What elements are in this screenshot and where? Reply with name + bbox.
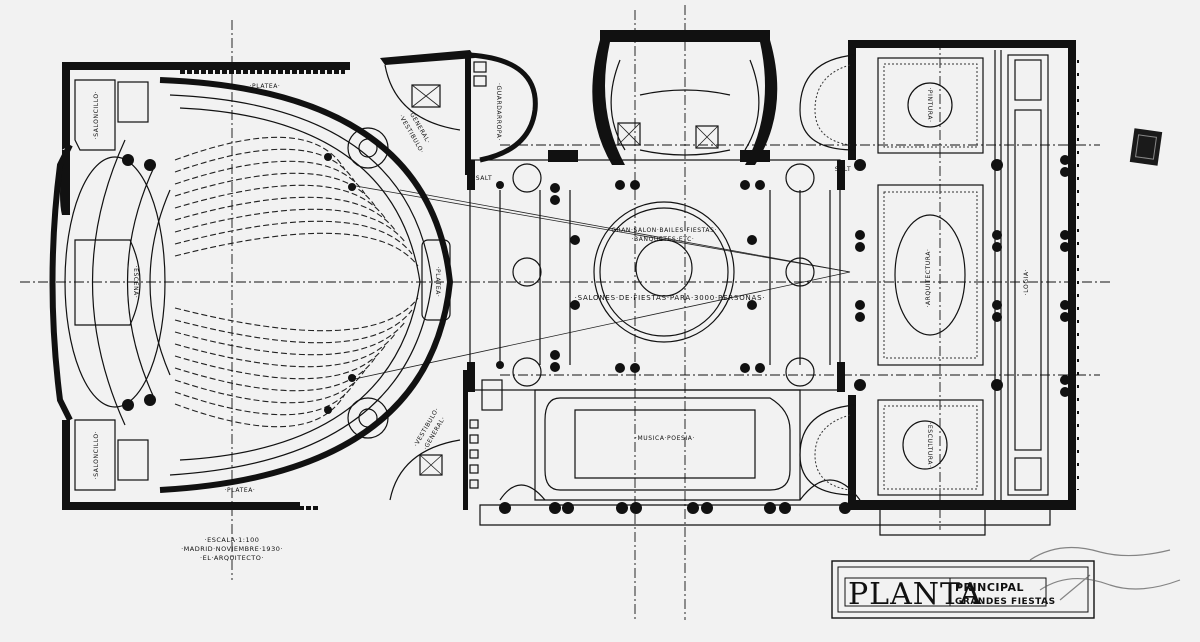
title-sub-1: PRINCIPAL	[955, 581, 1024, 594]
label-salt-left: SALT	[476, 175, 493, 182]
title-sub-2: GRANDES FIESTAS	[955, 597, 1056, 607]
label-salones-fiestas: ·SALONES·DE·FIESTAS·PARA·3000·PERSONAS·	[575, 294, 766, 302]
label-arquitectura: ·ARQUITECTURA·	[925, 248, 932, 307]
architect-signature	[1029, 546, 1181, 601]
restroom-fixtures	[469, 419, 479, 489]
gallery-columns	[854, 155, 1070, 397]
label-gran-salon-2: ·BANQUETES·ETC·	[632, 236, 695, 243]
label-platea-center: ·PLATEA·	[434, 267, 441, 298]
label-escena: ·ESCENA·	[132, 266, 139, 299]
stair-halls	[380, 50, 538, 510]
theater-wing	[49, 62, 454, 510]
label-salt-right: SALT	[835, 166, 852, 173]
ballroom-columns	[496, 180, 765, 373]
seating-top	[174, 136, 419, 267]
axis-lines	[20, 5, 1110, 620]
drawing-notes: ·ESCALA·1:100 ·MADRID·NOVIEMBRE·1930· ·E…	[181, 536, 283, 562]
label-saloncillo-bottom: ·SALONCILLO·	[93, 431, 100, 480]
central-ballroom	[467, 30, 1051, 526]
art-galleries	[799, 40, 1079, 536]
label-logia: ·LOGIA·	[1023, 269, 1030, 295]
label-guardarropa: ·GUARDARROPA·	[495, 83, 502, 141]
label-pintura: ·PINTURA·	[926, 87, 933, 122]
title-block: PLANTA PRINCIPAL GRANDES FIESTAS	[831, 546, 1181, 619]
label-saloncillo-top: ·SALONCILLO·	[93, 91, 100, 140]
scale-note: ·ESCALA·1:100	[205, 536, 260, 544]
seating-bottom	[174, 297, 419, 428]
stamp-mark	[1129, 128, 1163, 166]
date-note: ·MADRID·NOVIEMBRE·1930·	[181, 545, 283, 553]
label-platea-bottom: ·PLATEA·	[225, 487, 256, 494]
label-platea-top: ·PLATEA·	[250, 83, 281, 90]
label-escultura: ·ESCULTURA·	[926, 422, 933, 467]
label-gran-salon-1: ·GRAN·SALON·BAILES·FIESTAS·	[609, 227, 717, 234]
label-musica-poesia: ·MUSICA·POESIA·	[635, 435, 695, 442]
title-main: PLANTA	[848, 577, 982, 612]
author-note: ·EL·ARQUITECTO·	[200, 554, 264, 562]
